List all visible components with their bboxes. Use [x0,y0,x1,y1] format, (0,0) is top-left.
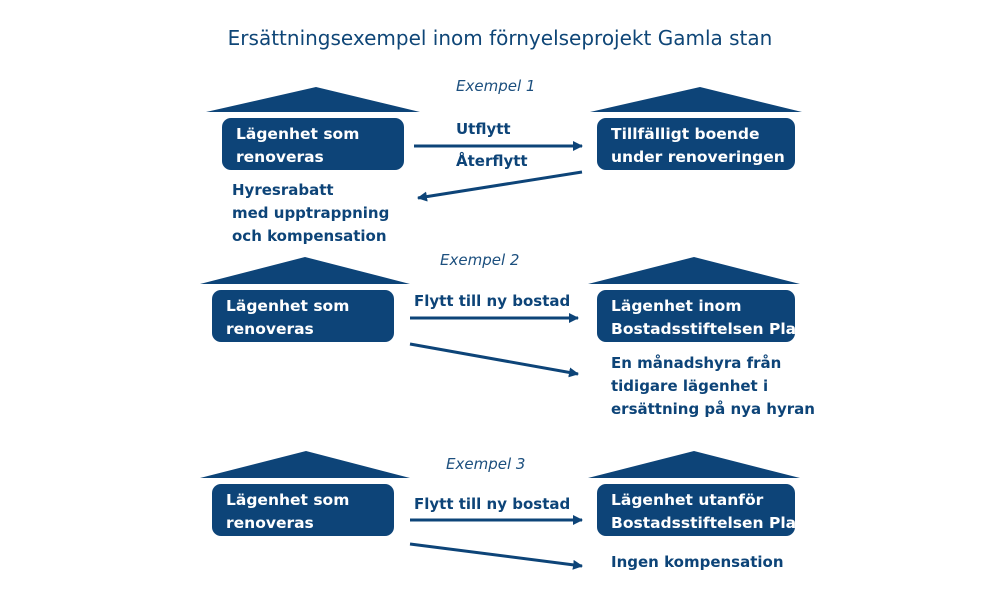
ex3-left-box-line-1: Lägenhet som [226,491,350,509]
ex3-note: Ingen kompensation [611,551,784,574]
house-roof-ex2-right [588,257,800,284]
ex1-right-box-line-2: under renoveringen [611,148,785,166]
ex3-arrow-label: Flytt till ny bostad [414,495,571,513]
ex1-note-line-2: med upptrappning [232,204,390,222]
house-roof-ex1-left [206,87,420,112]
ex1-note-line-3: och kompensation [232,227,387,245]
ex3-right-box-line-1: Lägenhet utanför [611,491,764,509]
ex2-note: En månadshyra från tidigare lägenhet i e… [611,352,815,421]
house-roof-ex3-right [588,451,800,478]
diagram-title: Ersättningsexempel inom förnyelseprojekt… [227,26,773,50]
ex3-left-box-line-2: renoveras [226,514,314,532]
ex2-note-line-2: tidigare lägenhet i [611,377,769,395]
ex3-note-line-1: Ingen kompensation [611,553,784,571]
ex2-note-line-3: ersättning på nya hyran [611,400,815,418]
arrow-ex1-aterflytt [417,170,583,202]
ex3-right-box: Lägenhet utanför Bostadsstiftelsen Plate… [597,484,826,536]
ex1-left-box-line-2: renoveras [236,148,324,166]
example-2-label: Exempel 2 [440,251,520,269]
ex1-arrow-back-label: Återflytt [456,152,528,170]
ex2-right-box: Lägenhet inom Bostadsstiftelsen Platen [597,290,826,342]
example-1-label: Exempel 1 [456,77,536,95]
ex2-right-box-line-2: Bostadsstiftelsen Platen [611,320,826,338]
ex1-note-line-1: Hyresrabatt [232,181,334,199]
ex1-right-box-line-1: Tillfälligt boende [611,125,760,143]
ex1-note: Hyresrabatt med upptrappning och kompens… [232,179,389,248]
ex1-right-box: Tillfälligt boende under renoveringen [597,118,795,170]
ex2-left-box: Lägenhet som renoveras [212,290,394,342]
house-roof-ex2-left [200,257,410,284]
ex3-left-box: Lägenhet som renoveras [212,484,394,536]
ex2-right-box-line-1: Lägenhet inom [611,297,742,315]
ex1-arrow-out-label: Utflytt [456,120,511,138]
example-3-label: Exempel 3 [446,455,526,473]
arrow-ex2-note [409,342,579,378]
ex2-left-box-line-1: Lägenhet som [226,297,350,315]
house-roof-ex1-right [590,87,802,112]
ex3-right-box-line-2: Bostadsstiftelsen Platen [611,514,826,532]
ex1-left-box: Lägenhet som renoveras [222,118,404,170]
ex2-arrow-label: Flytt till ny bostad [414,292,571,310]
ex2-note-line-1: En månadshyra från [611,354,782,372]
arrow-ex3-note [409,542,583,570]
house-roof-ex3-left [200,451,410,478]
ex2-left-box-line-2: renoveras [226,320,314,338]
ex1-left-box-line-1: Lägenhet som [236,125,360,143]
